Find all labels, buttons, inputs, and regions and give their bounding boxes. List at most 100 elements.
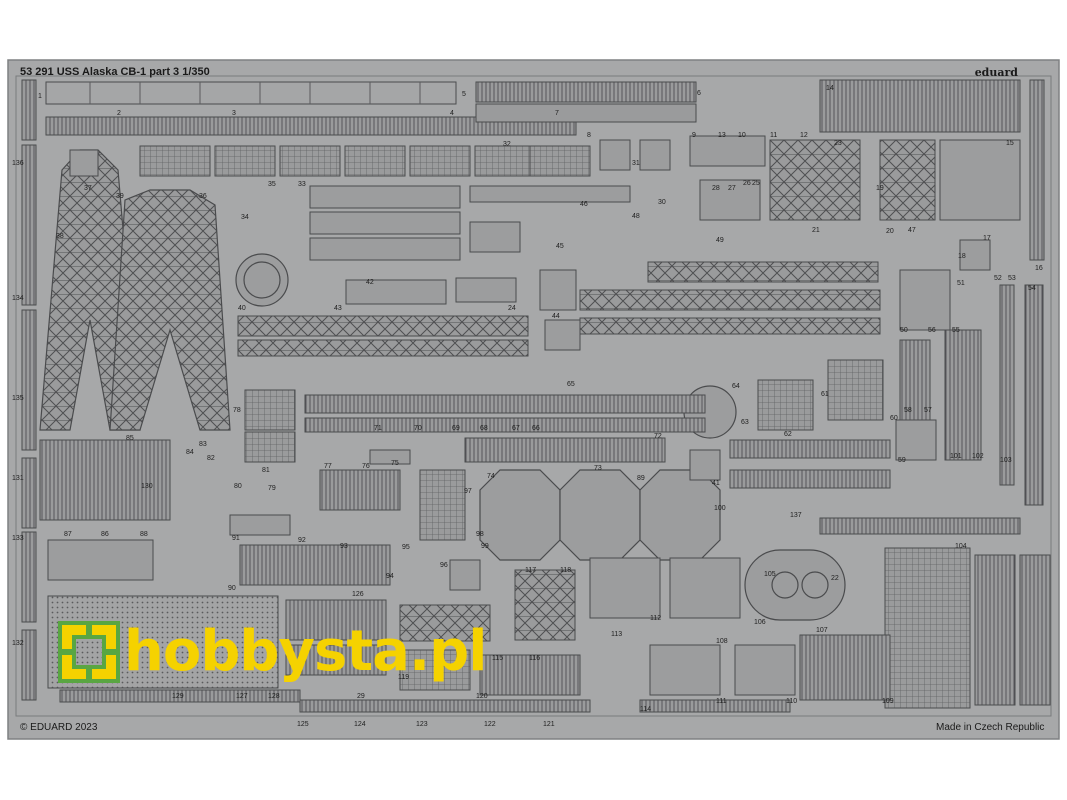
part-label: 98 [476, 531, 484, 538]
part-label: 113 [611, 631, 622, 638]
part-label: 77 [324, 463, 332, 470]
part-label: 17 [983, 235, 991, 242]
part-label: 4 [450, 110, 454, 117]
part-label: 27 [728, 185, 736, 192]
part-label: 12 [800, 132, 808, 139]
part-label: 1 [38, 93, 42, 100]
part-label: 135 [12, 395, 24, 402]
part-label: 100 [714, 505, 726, 512]
part-label: 85 [126, 435, 134, 442]
part-label: 130 [141, 483, 153, 490]
part-label: 47 [908, 227, 916, 234]
part-label: 71 [374, 425, 382, 432]
platforms [309, 135, 1021, 351]
part-label: 87 [64, 531, 72, 538]
part-label: 108 [716, 638, 728, 645]
part-label: 81 [262, 467, 270, 474]
part-label: 66 [532, 425, 540, 432]
part-label: 117 [525, 567, 536, 574]
part-label: 49 [716, 237, 724, 244]
part-label: 118 [560, 567, 571, 574]
part-label: 68 [480, 425, 488, 432]
part-label: 18 [958, 253, 966, 260]
part-label: 25 [752, 180, 760, 187]
part-label: 120 [476, 693, 488, 700]
part-label: 16 [1035, 265, 1043, 272]
ladder-rows [39, 389, 1021, 541]
part-label: 29 [357, 693, 365, 700]
brand-logo: eduard [974, 66, 1018, 79]
part-label: 5 [462, 91, 466, 98]
hobbysta-watermark: hobbysta.pl [54, 612, 487, 692]
part-label: 83 [199, 441, 207, 448]
part-label: 78 [233, 407, 241, 414]
part-label: 52 [994, 275, 1002, 282]
part-label: 41 [712, 480, 720, 487]
part-label: 38 [56, 233, 64, 240]
part-label: 63 [741, 419, 749, 426]
part-label: 34 [241, 214, 249, 221]
part-label: 102 [972, 453, 984, 460]
part-label: 13 [718, 132, 726, 139]
part-label: 22 [831, 575, 839, 582]
part-label: 112 [650, 615, 661, 622]
part-label: 119 [398, 674, 409, 681]
part-label: 20 [886, 228, 894, 235]
part-label: 94 [386, 573, 394, 580]
part-label: 82 [207, 455, 215, 462]
part-label: 54 [1028, 285, 1036, 292]
part-label: 124 [354, 721, 366, 728]
part-label: 134 [12, 295, 24, 302]
part-label: 95 [402, 544, 410, 551]
part-label: 8 [587, 132, 591, 139]
part-label: 19 [876, 185, 884, 192]
part-label: 96 [440, 562, 448, 569]
part-label: 104 [955, 543, 967, 550]
part-label: 59 [898, 457, 906, 464]
part-label: 132 [12, 640, 24, 647]
part-label: 122 [484, 721, 496, 728]
part-label: 65 [567, 381, 575, 388]
part-label: 125 [297, 721, 309, 728]
part-label: 101 [950, 453, 962, 460]
part-label: 43 [334, 305, 342, 312]
part-label: 123 [416, 721, 428, 728]
part-label: 93 [340, 543, 348, 550]
part-label: 92 [298, 537, 306, 544]
part-label: 32 [503, 141, 511, 148]
part-label: 126 [352, 591, 364, 598]
part-label: 30 [658, 199, 666, 206]
part-label: 79 [268, 485, 276, 492]
part-label: 133 [12, 535, 24, 542]
part-label: 57 [924, 407, 932, 414]
part-label: 106 [754, 619, 766, 626]
part-label: 14 [826, 85, 834, 92]
part-label: 86 [101, 531, 109, 538]
part-label: 58 [904, 407, 912, 414]
part-label: 7 [555, 110, 559, 117]
part-label: 35 [268, 181, 276, 188]
part-label: 31 [632, 160, 640, 167]
small-parts [69, 139, 991, 591]
part-label: 23 [834, 140, 842, 147]
part-label: 109 [882, 698, 894, 705]
part-label: 62 [784, 431, 792, 438]
part-label: 91 [232, 535, 240, 542]
part-label: 11 [770, 132, 777, 139]
part-label: 128 [268, 693, 280, 700]
part-label: 26 [743, 180, 751, 187]
part-label: 9 [692, 132, 696, 139]
part-label: 115 [492, 655, 503, 662]
origin-text: Made in Czech Republic [936, 722, 1045, 733]
part-label: 3 [232, 110, 236, 117]
part-label: 88 [140, 531, 148, 538]
part-label: 39 [116, 193, 124, 200]
left-ladders [21, 79, 37, 701]
part-label: 80 [234, 483, 242, 490]
part-label: 73 [594, 465, 602, 472]
part-label: 44 [552, 313, 560, 320]
part-label: 55 [952, 327, 960, 334]
part-number-labels: 2 3 4 5 6 7 8 9 10 11 12 13 14 15 16 17 … [12, 85, 1043, 728]
part-label: 111 [716, 698, 727, 705]
